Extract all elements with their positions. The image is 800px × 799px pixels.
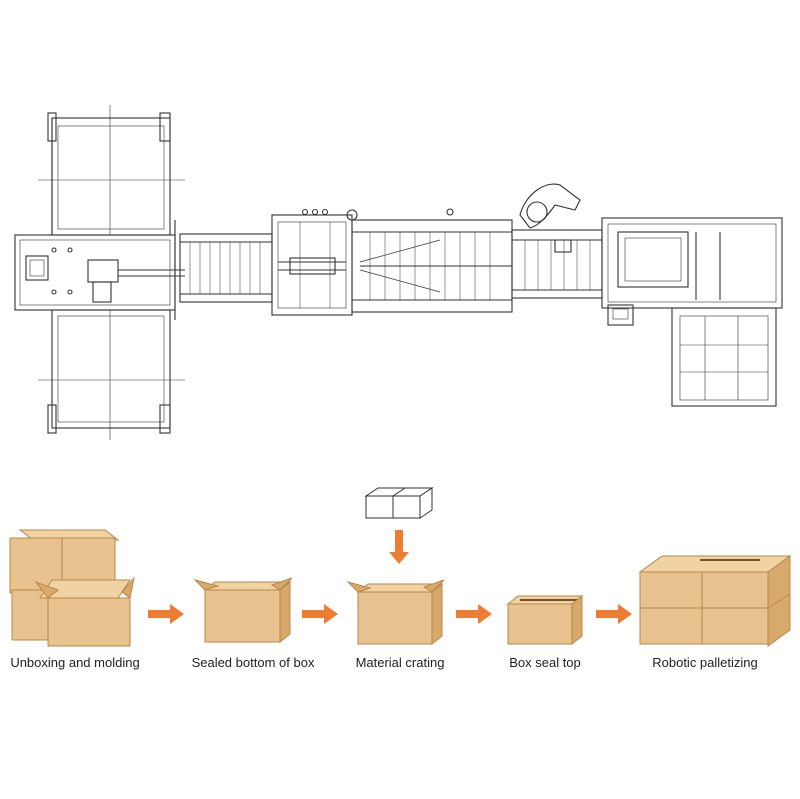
robot-arm xyxy=(519,183,581,229)
unboxing-machine xyxy=(14,105,185,440)
step4-sealed-box xyxy=(506,594,584,646)
conveyor-1 xyxy=(179,233,273,303)
line-layout-schematic xyxy=(14,105,783,440)
process-arrows xyxy=(148,604,632,624)
step1-carton-stack xyxy=(9,529,135,647)
step-label-robotic-palletizing: Robotic palletizing xyxy=(652,655,758,670)
palletizer-cell xyxy=(601,217,783,407)
top-sealer-conveyor xyxy=(511,229,603,299)
product-pack-icon xyxy=(364,487,434,519)
step5-pallet-stack xyxy=(638,555,792,647)
arrow-2-to-3 xyxy=(302,604,338,624)
crating-conveyor xyxy=(351,208,513,313)
step3-material-box xyxy=(346,579,445,646)
arrow-1-to-2 xyxy=(148,604,184,624)
step-label-sealed-bottom: Sealed bottom of box xyxy=(191,655,315,670)
step-label-material-crating: Material crating xyxy=(355,655,445,670)
arrow-3-to-4 xyxy=(456,604,492,624)
step-label-box-seal-top: Box seal top xyxy=(509,655,581,670)
bottom-sealer xyxy=(271,208,358,316)
step-label-unboxing: Unboxing and molding xyxy=(10,655,140,670)
arrow-4-to-5 xyxy=(596,604,632,624)
step2-open-box xyxy=(193,577,293,644)
drop-arrow xyxy=(389,530,409,564)
